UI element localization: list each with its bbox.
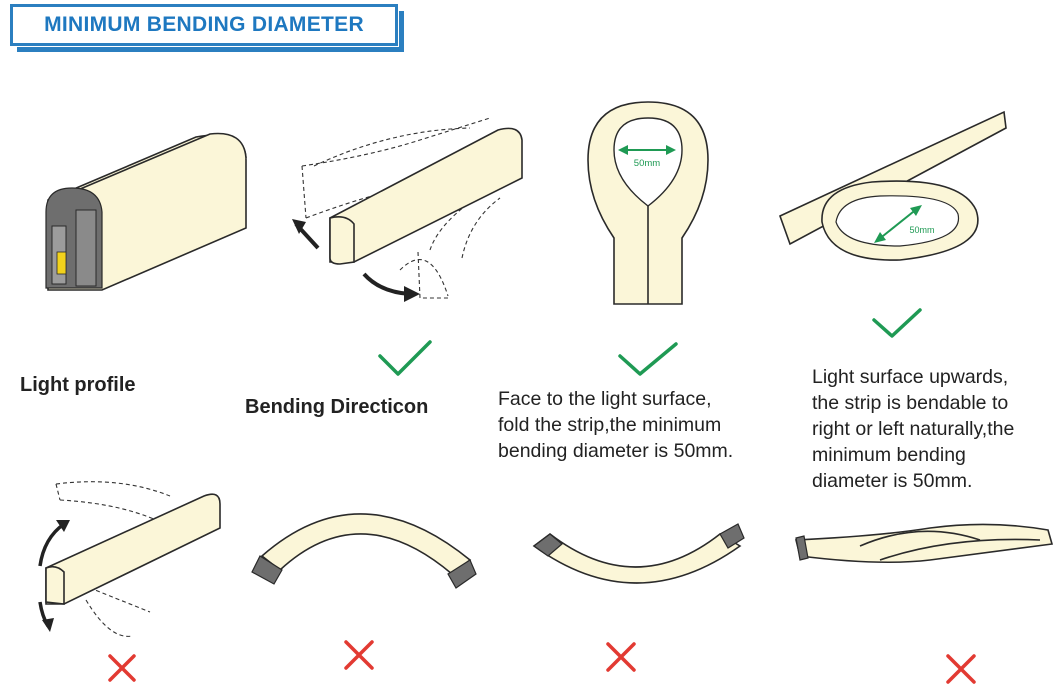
check-icon (378, 340, 432, 376)
check-coil (872, 308, 922, 338)
cross-icon (344, 640, 374, 670)
face-fold-note: Face to the light surface, fold the stri… (498, 386, 733, 464)
arch-bend-illustration (251, 513, 477, 589)
coil-diameter-label: 50mm (909, 225, 934, 235)
cross-upright-bend (108, 654, 136, 682)
coil-illustration: 50mm (779, 110, 1007, 261)
light-profile-illustration (45, 132, 247, 291)
cross-icon (108, 654, 136, 682)
check-icon (618, 342, 678, 376)
cross-icon (606, 642, 636, 672)
check-icon (872, 308, 922, 338)
light-profile-label: Light profile (20, 374, 136, 396)
twist-illustration (794, 523, 1054, 564)
wrong-bend-upright-illustration (38, 481, 221, 637)
bending-direction-illustration (292, 117, 523, 302)
loop-diameter-label: 50mm (634, 158, 660, 169)
surface-up-line-1: Light surface upwards, (812, 366, 1009, 388)
bending-direction-label: Bending Directicon (245, 396, 429, 418)
check-bending-direction (378, 340, 432, 376)
face-fold-line-3: bending diameter is 50mm. (498, 440, 734, 462)
title-box: MINIMUM BENDING DIAMETER (10, 4, 404, 52)
surface-up-note: Light surface upwards, the strip is bend… (812, 364, 1014, 494)
u-bend-illustration (532, 523, 745, 584)
face-fold-illustration: 50mm (587, 101, 709, 305)
cross-icon (946, 654, 976, 684)
cross-arch-bend (344, 640, 374, 670)
cross-u-bend (606, 642, 636, 672)
surface-up-line-5: diameter is 50mm. (812, 470, 973, 492)
check-face-fold (618, 342, 678, 376)
surface-up-line-3: right or left naturally,the (812, 418, 1015, 440)
cross-twist (946, 654, 976, 684)
face-fold-line-1: Face to the light surface, (498, 388, 712, 410)
surface-up-line-2: the strip is bendable to (812, 392, 1009, 414)
face-fold-line-2: fold the strip,the minimum (498, 414, 722, 436)
surface-up-line-4: minimum bending (812, 444, 966, 466)
